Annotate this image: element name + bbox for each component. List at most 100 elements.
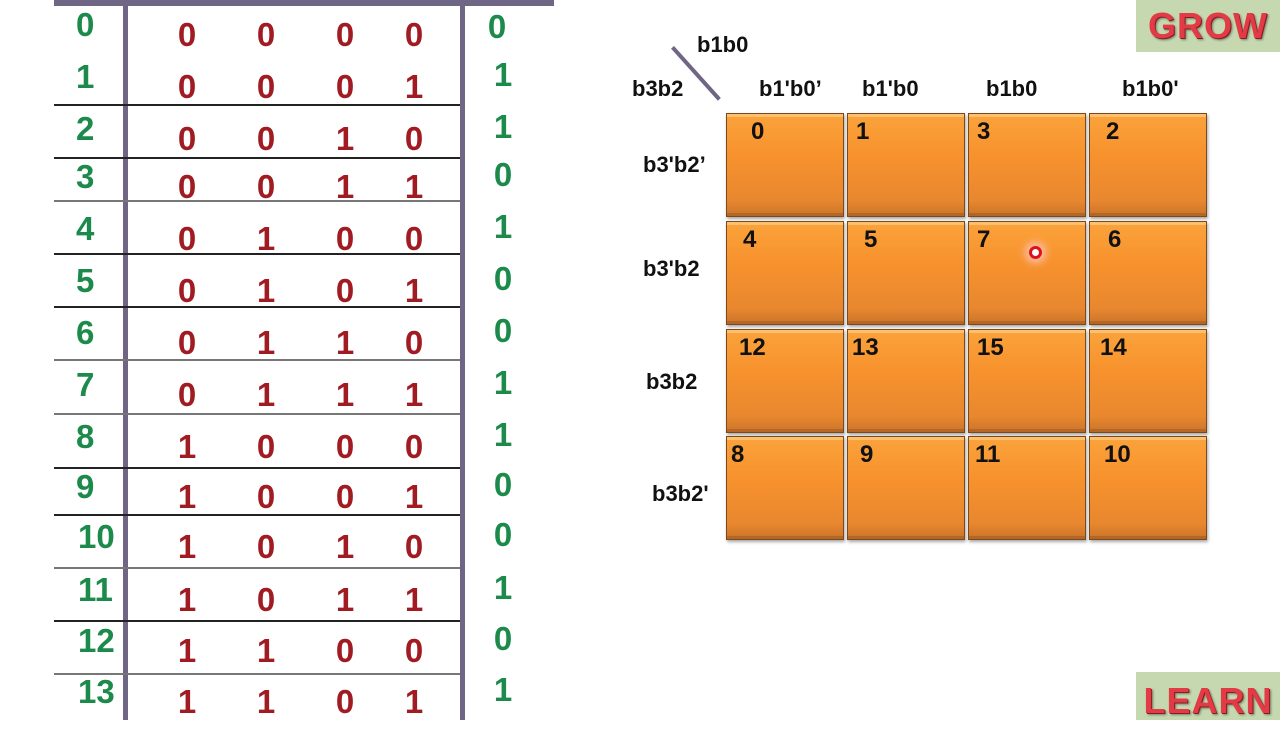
kmap-cell[interactable]: 11 <box>968 436 1086 540</box>
table-row-divider <box>54 200 460 202</box>
bit-b3: 1 <box>177 528 197 565</box>
kmap-cell[interactable]: 3 <box>968 113 1086 217</box>
bit-b2: 0 <box>256 16 276 53</box>
bit-b1: 0 <box>335 428 355 465</box>
kmap-cell-index: 3 <box>977 118 991 145</box>
decimal-value: 8 <box>76 418 95 455</box>
bit-b2: 1 <box>256 376 276 413</box>
kmap-cell-index: 0 <box>751 118 765 145</box>
decimal-value: 13 <box>78 673 115 710</box>
table-row-divider <box>54 306 460 308</box>
bit-b3: 0 <box>177 324 197 361</box>
output-value: 1 <box>493 208 513 245</box>
bit-b2: 1 <box>256 324 276 361</box>
output-value: 0 <box>493 312 513 349</box>
bit-b3: 0 <box>177 16 197 53</box>
bit-b1: 1 <box>335 120 355 157</box>
kmap-column-variable-label: b1b0 <box>697 32 749 57</box>
bit-b1: 0 <box>335 478 355 515</box>
bit-b0: 0 <box>404 528 424 565</box>
bit-b2: 0 <box>256 581 276 618</box>
bit-b0: 1 <box>404 376 424 413</box>
table-row-divider <box>54 467 460 469</box>
table-row-divider <box>54 253 460 255</box>
table-row-divider <box>54 514 460 516</box>
bit-b1: 1 <box>335 376 355 413</box>
output-value: 0 <box>493 516 513 553</box>
output-value: 1 <box>493 56 513 93</box>
bit-b0: 0 <box>404 16 424 53</box>
table-row-divider <box>54 157 460 159</box>
kmap-cell-index: 10 <box>1104 441 1131 468</box>
mouse-cursor-indicator <box>1029 246 1042 259</box>
decimal-value: 9 <box>76 468 95 505</box>
output-value: 0 <box>493 260 513 297</box>
output-value: 1 <box>493 671 513 708</box>
decimal-value: 5 <box>76 262 95 299</box>
kmap-cell[interactable]: 0 <box>726 113 844 217</box>
bit-b0: 1 <box>404 478 424 515</box>
bit-b0: 1 <box>404 272 424 309</box>
bit-b1: 0 <box>335 632 355 669</box>
bit-b3: 0 <box>177 68 197 105</box>
kmap-cell-index: 13 <box>852 334 879 361</box>
decimal-value: 6 <box>76 314 95 351</box>
bit-b2: 0 <box>256 428 276 465</box>
bit-b1: 0 <box>335 683 355 720</box>
kmap-row-header: b3b2 <box>646 369 698 394</box>
table-row-divider <box>54 359 460 361</box>
bit-b0: 1 <box>404 683 424 720</box>
bit-b2: 0 <box>256 478 276 515</box>
bit-b0: 0 <box>404 120 424 157</box>
bit-b1: 1 <box>335 168 355 205</box>
kmap-cell[interactable]: 9 <box>847 436 965 540</box>
kmap-cell-index: 8 <box>731 441 745 468</box>
kmap-cell[interactable]: 6 <box>1089 221 1207 325</box>
kmap-cell[interactable]: 1 <box>847 113 965 217</box>
table-row-divider <box>54 567 460 569</box>
output-value: 1 <box>493 569 513 606</box>
kmap-row-header: b3'b2 <box>643 256 700 281</box>
bit-b0: 0 <box>404 220 424 257</box>
kmap-cell[interactable]: 7 <box>968 221 1086 325</box>
kmap-cell-index: 5 <box>864 226 878 253</box>
kmap-cell[interactable]: 15 <box>968 329 1086 433</box>
bit-b3: 1 <box>177 428 197 465</box>
kmap-cell[interactable]: 5 <box>847 221 965 325</box>
kmap-cell[interactable]: 14 <box>1089 329 1207 433</box>
kmap-cell[interactable]: 10 <box>1089 436 1207 540</box>
bit-b3: 1 <box>177 581 197 618</box>
decimal-value: 3 <box>76 158 95 195</box>
kmap-row-header: b3'b2’ <box>643 152 706 177</box>
learn-logo: LEARN <box>1136 672 1280 721</box>
bit-b3: 0 <box>177 220 197 257</box>
decimal-value: 0 <box>76 6 95 43</box>
kmap-cell[interactable]: 4 <box>726 221 844 325</box>
kmap-cell[interactable]: 8 <box>726 436 844 540</box>
bit-b3: 1 <box>177 478 197 515</box>
kmap-cell[interactable]: 12 <box>726 329 844 433</box>
kmap-cell-index: 1 <box>856 118 870 145</box>
bit-b2: 0 <box>256 68 276 105</box>
bit-b0: 0 <box>404 632 424 669</box>
kmap-cell-index: 9 <box>860 441 874 468</box>
bit-b2: 1 <box>256 272 276 309</box>
bit-b1: 0 <box>335 220 355 257</box>
output-value: 0 <box>487 8 507 45</box>
bit-b3: 1 <box>177 683 197 720</box>
decimal-value: 1 <box>76 58 95 95</box>
kmap-col-header: b1b0 <box>986 76 1038 101</box>
bit-b3: 0 <box>177 376 197 413</box>
kmap-col-header: b1'b0 <box>862 76 919 101</box>
bit-b1: 0 <box>335 68 355 105</box>
bit-b3: 0 <box>177 272 197 309</box>
kmap-cell-index: 14 <box>1100 334 1127 361</box>
table-divider-right <box>460 0 465 720</box>
decimal-value: 4 <box>76 210 95 247</box>
bit-b0: 0 <box>404 428 424 465</box>
kmap-cell[interactable]: 2 <box>1089 113 1207 217</box>
kmap-col-header: b1b0' <box>1122 76 1179 101</box>
decimal-value: 11 <box>78 571 113 608</box>
kmap-cell[interactable]: 13 <box>847 329 965 433</box>
table-top-border <box>54 0 554 6</box>
